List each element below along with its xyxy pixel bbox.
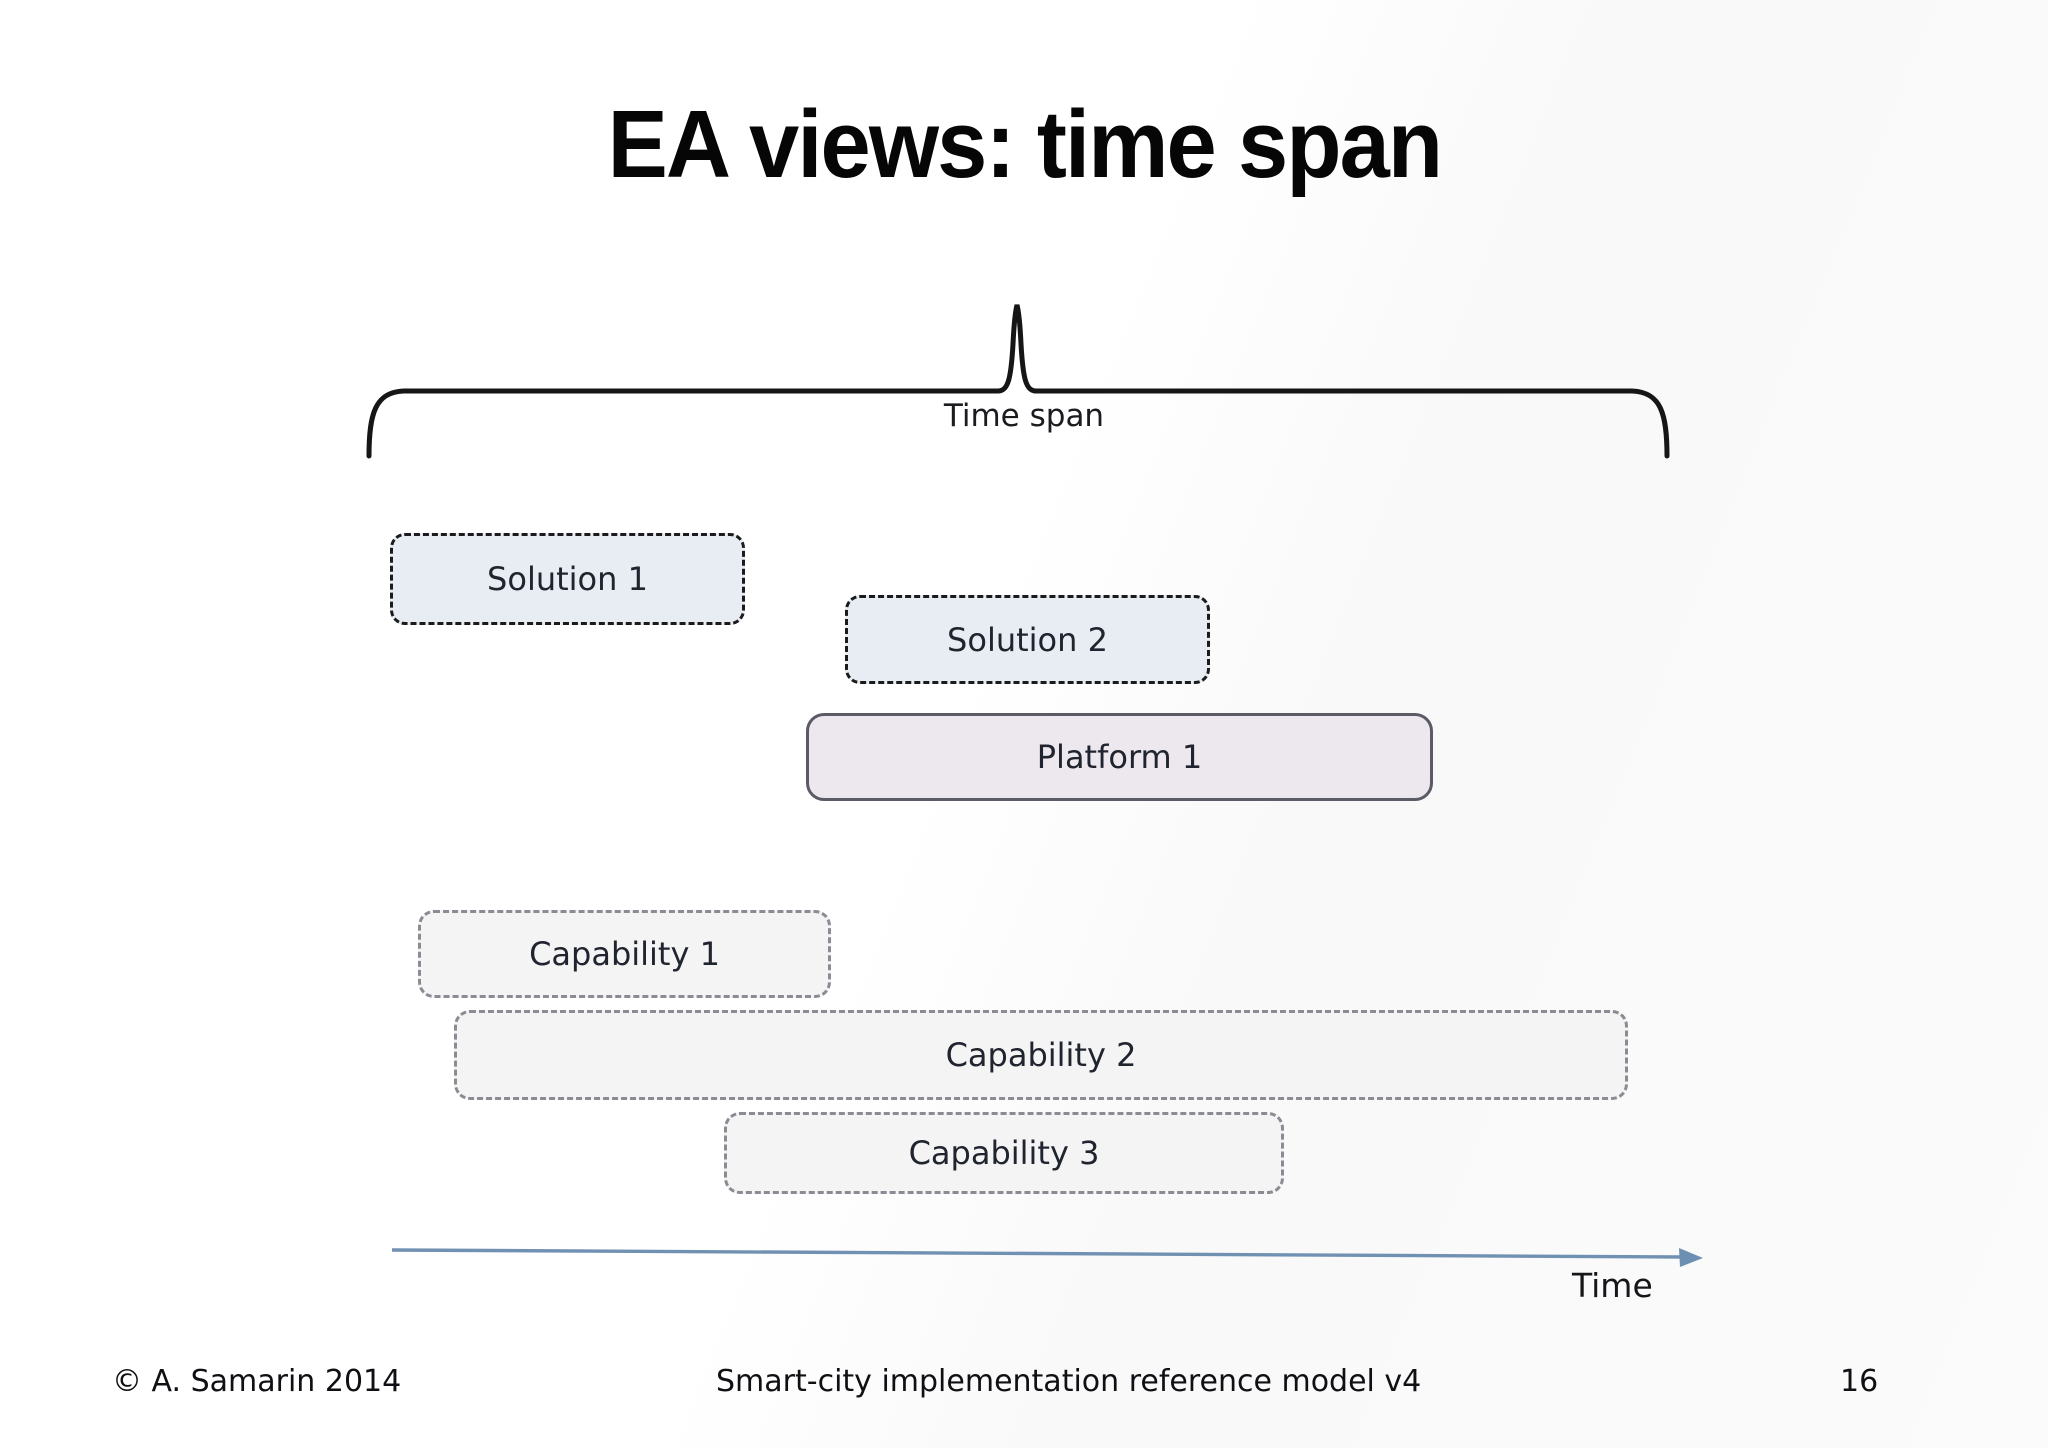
box-capability-3: Capability 3 xyxy=(724,1112,1284,1194)
box-capability-1-label: Capability 1 xyxy=(529,935,720,973)
box-solution-2: Solution 2 xyxy=(845,595,1210,684)
page-title-text: EA views: time span xyxy=(607,91,1442,198)
box-platform-1-label: Platform 1 xyxy=(1036,738,1203,776)
box-capability-3-label: Capability 3 xyxy=(908,1134,1100,1172)
box-platform-1: Platform 1 xyxy=(806,713,1433,801)
time-axis-line xyxy=(391,1248,1683,1259)
time-axis-arrowhead-icon xyxy=(1679,1248,1703,1267)
box-capability-1: Capability 1 xyxy=(418,910,831,998)
box-solution-1: Solution 1 xyxy=(390,533,745,625)
box-solution-1-label: Solution 1 xyxy=(487,560,648,598)
footer-page-number: 16 xyxy=(1840,1364,1879,1399)
box-capability-2: Capability 2 xyxy=(454,1010,1628,1100)
footer-document-title: Smart-city implementation reference mode… xyxy=(716,1364,1422,1399)
time-span-label: Time span xyxy=(943,398,1105,434)
page-title: EA views: time span xyxy=(0,90,2048,200)
box-capability-2-label: Capability 2 xyxy=(945,1036,1137,1074)
time-axis-label: Time xyxy=(1572,1266,1653,1305)
footer-copyright: © A. Samarin 2014 xyxy=(112,1364,402,1399)
box-solution-2-label: Solution 2 xyxy=(947,620,1108,659)
